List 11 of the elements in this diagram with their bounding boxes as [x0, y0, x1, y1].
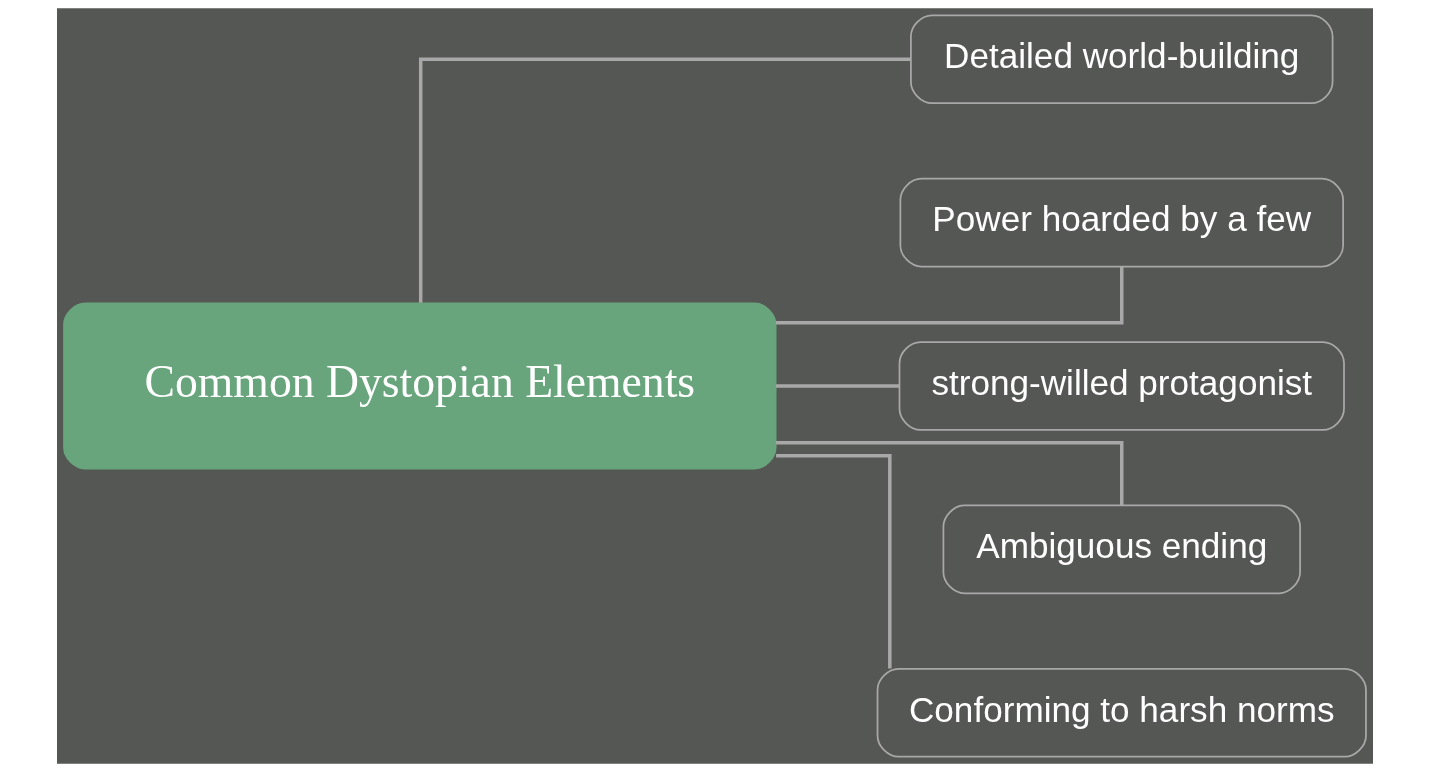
node-box: Conforming to harsh norms — [876, 668, 1367, 758]
connector — [775, 441, 1124, 506]
node-box: Power hoarded by a few — [899, 177, 1344, 268]
node-box: Common Dystopian Elements — [63, 302, 777, 470]
node-box: Detailed world-building — [910, 14, 1334, 104]
connector — [776, 453, 892, 669]
connector — [775, 266, 1124, 325]
node-box: Ambiguous ending — [942, 504, 1301, 595]
connector — [418, 57, 911, 303]
node-box: strong-willed protagonist — [898, 341, 1345, 431]
connector — [775, 384, 900, 388]
